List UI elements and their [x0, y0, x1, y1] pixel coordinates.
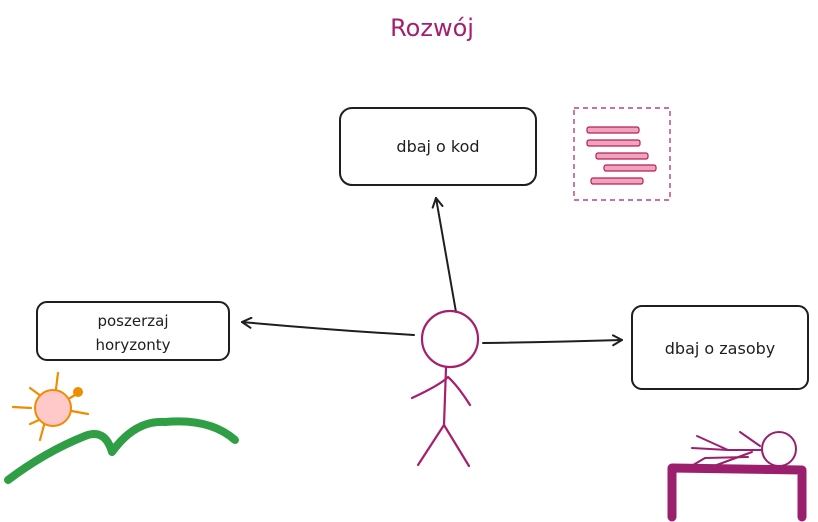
node-broaden-horizons: poszerzaj horyzonty: [36, 301, 230, 361]
arrow-to-broaden-horizons: [241, 316, 415, 336]
diagram-title: Rozwój: [390, 14, 474, 42]
hill-icon: [4, 417, 239, 484]
person-resting-in-bed-icon: [667, 431, 807, 522]
arrow-to-code-care: [431, 197, 457, 313]
bed-icon: [667, 463, 807, 522]
node-code-care: dbaj o kod: [339, 107, 537, 186]
arrow-to-resources-care: [482, 334, 623, 347]
node-broaden-horizons-line-1: poszerzaj: [97, 312, 168, 330]
sun-over-hills-icon: [4, 371, 239, 484]
node-resources-care-label: dbaj o zasoby: [665, 339, 775, 358]
stick-figure-person-icon: [410, 309, 480, 468]
code-lines-icon: [573, 107, 671, 201]
node-code-care-label: dbaj o kod: [396, 137, 479, 156]
node-broaden-horizons-line-2: horyzonty: [95, 336, 170, 354]
node-resources-care: dbaj o zasoby: [631, 305, 809, 390]
